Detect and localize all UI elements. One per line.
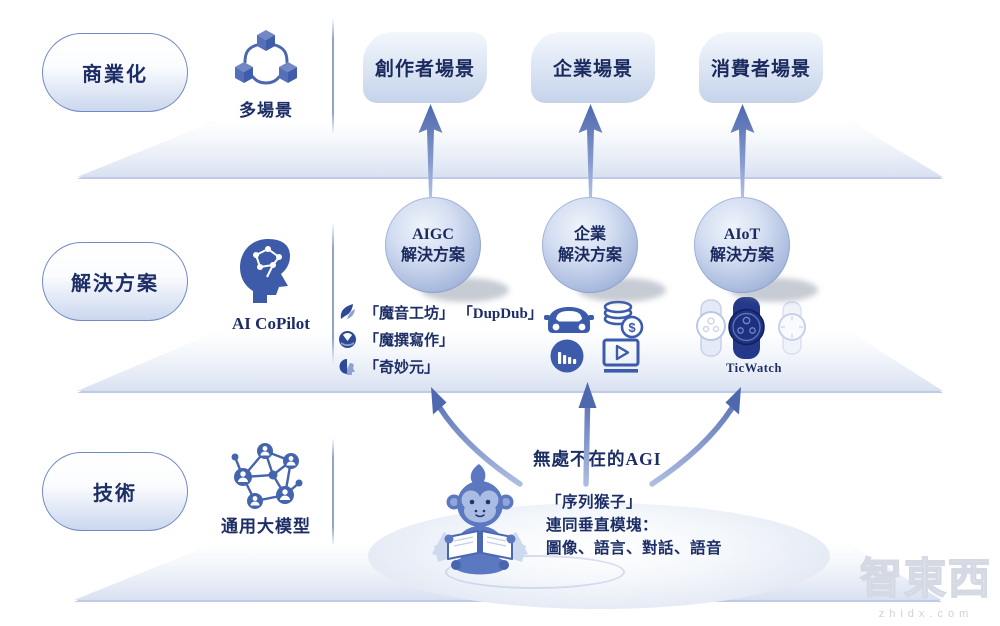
bar-chart-icon	[549, 338, 585, 374]
avatar-pie-icon	[338, 357, 357, 376]
caption-line: 「序列猴子」	[546, 494, 643, 511]
row-label-text: 商業化	[82, 64, 148, 86]
monkey-mascot-icon	[420, 462, 540, 584]
agi-title: 無處不在的AGI	[533, 449, 662, 469]
caption-line: 圖像、語言、對話、語音	[546, 540, 723, 557]
scene-box-label: 消費者場景	[710, 59, 811, 80]
watermark-site: zhidx.com	[878, 608, 974, 620]
row-label-solutions: 解決方案	[42, 242, 188, 321]
divider-middle	[332, 222, 334, 364]
ticwatch-watches-icon	[693, 297, 815, 359]
solution-sphere-aigc: AIGC 解決方案	[385, 197, 481, 293]
sphere-subtitle: 解決方案	[709, 247, 774, 264]
product-text: 「魔音工坊」 「DupDub」	[364, 306, 543, 322]
ai-copilot-head-icon	[236, 237, 306, 309]
sphere-title: AIoT	[723, 226, 761, 243]
solution-sphere-aiot: AIoT 解決方案	[694, 197, 790, 293]
up-arrow-icon	[417, 104, 444, 198]
ticwatch-label: TicWatch	[726, 361, 782, 375]
quill-speech-icon	[338, 303, 357, 322]
capability-label-big-model: 通用大模型	[221, 517, 311, 536]
car-icon	[544, 305, 594, 335]
up-arrow-icon	[577, 104, 604, 198]
row-label-technology: 技術	[42, 452, 188, 531]
model-network-icon	[229, 441, 303, 511]
row-label-commercial: 商業化	[42, 33, 188, 112]
writing-circle-icon	[338, 330, 357, 349]
caption-line: 連同垂直模塊：	[546, 517, 659, 534]
mascot-caption: 「序列猴子」 連同垂直模塊： 圖像、語言、對話、語音	[546, 491, 722, 560]
product-row: 「魔撰寫作」	[338, 329, 454, 350]
sphere-subtitle: 解決方案	[400, 247, 465, 264]
scene-box-creator: 創作者場景	[363, 32, 487, 103]
svg-text:$: $	[628, 320, 636, 335]
capability-label-multi-scene: 多場景	[239, 101, 293, 120]
product-row: 「魔音工坊」 「DupDub」	[338, 302, 543, 323]
scene-box-label: 企業場景	[552, 59, 633, 80]
multi-scene-cubes-icon	[230, 28, 302, 92]
sphere-title: AIGC	[412, 226, 454, 243]
row-label-text: 解決方案	[71, 273, 159, 295]
platform-top	[77, 121, 943, 177]
product-row: 「奇妙元」	[338, 356, 439, 377]
sphere-subtitle: 解決方案	[557, 247, 622, 264]
up-arrow-icon	[729, 104, 756, 198]
watermark: 智東西 zhidx.com	[852, 545, 1000, 620]
solution-sphere-enterprise: 企業 解決方案	[542, 197, 638, 293]
fan-arrows-icon	[380, 378, 780, 490]
scene-box-enterprise: 企業場景	[531, 32, 655, 103]
capability-label-ai-copilot: AI CoPilot	[232, 314, 310, 333]
sphere-title: 企業	[573, 226, 606, 243]
ripple-ellipse	[445, 555, 625, 589]
coins-icon: $	[601, 298, 645, 340]
divider-top	[332, 18, 334, 134]
scene-box-label: 創作者場景	[374, 59, 475, 80]
row-label-text: 技術	[93, 483, 137, 505]
divider-bottom	[332, 438, 334, 546]
product-text: 「魔撰寫作」	[364, 333, 455, 349]
video-player-icon	[601, 338, 641, 374]
watermark-brand: 智東西	[859, 554, 992, 603]
product-text: 「奇妙元」	[364, 360, 440, 376]
scene-box-consumer: 消費者場景	[699, 32, 823, 103]
